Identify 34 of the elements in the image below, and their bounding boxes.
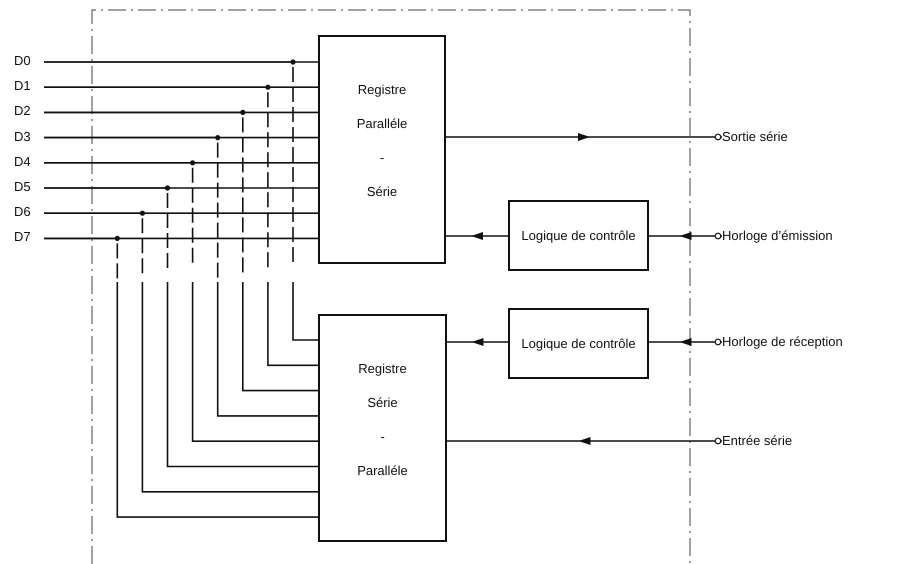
wire — [44, 136, 318, 417]
arrow — [649, 232, 722, 240]
arrow — [446, 133, 722, 141]
arrow — [447, 338, 508, 346]
terminal-label: Horloge de réception — [722, 334, 902, 350]
pin-label: D3 — [14, 128, 44, 147]
wire — [44, 61, 318, 341]
terminal-label: Horloge d’émission — [722, 228, 898, 244]
wire — [44, 162, 318, 442]
pin-label: D0 — [14, 53, 44, 71]
control-logic-block — [508, 308, 649, 379]
wire — [44, 187, 318, 468]
pin-label: D6 — [14, 204, 44, 222]
pin-label: D5 — [14, 179, 44, 197]
block-title: Logique de contrôle — [521, 227, 636, 244]
block-title: Logique de contrôle — [521, 335, 636, 352]
pin-label: D1 — [14, 78, 44, 96]
pin-label: D7 — [14, 229, 44, 248]
wire — [44, 112, 318, 392]
block-title: Registre Série - Paralléle — [356, 360, 409, 480]
pin-label: D4 — [14, 154, 44, 172]
wire — [44, 86, 318, 366]
pin-label: D2 — [14, 103, 44, 122]
terminal-label: Entrée série — [722, 433, 822, 449]
arrow — [649, 338, 722, 346]
terminal-label: Sortie série — [722, 129, 812, 145]
wire — [44, 212, 318, 493]
register-block — [318, 35, 446, 264]
arrow — [446, 232, 508, 240]
block-title: Registre Paralléle - Série — [356, 81, 408, 201]
control-logic-block — [508, 200, 649, 271]
wire — [44, 238, 318, 518]
register-block — [318, 314, 447, 542]
arrow — [447, 437, 722, 445]
